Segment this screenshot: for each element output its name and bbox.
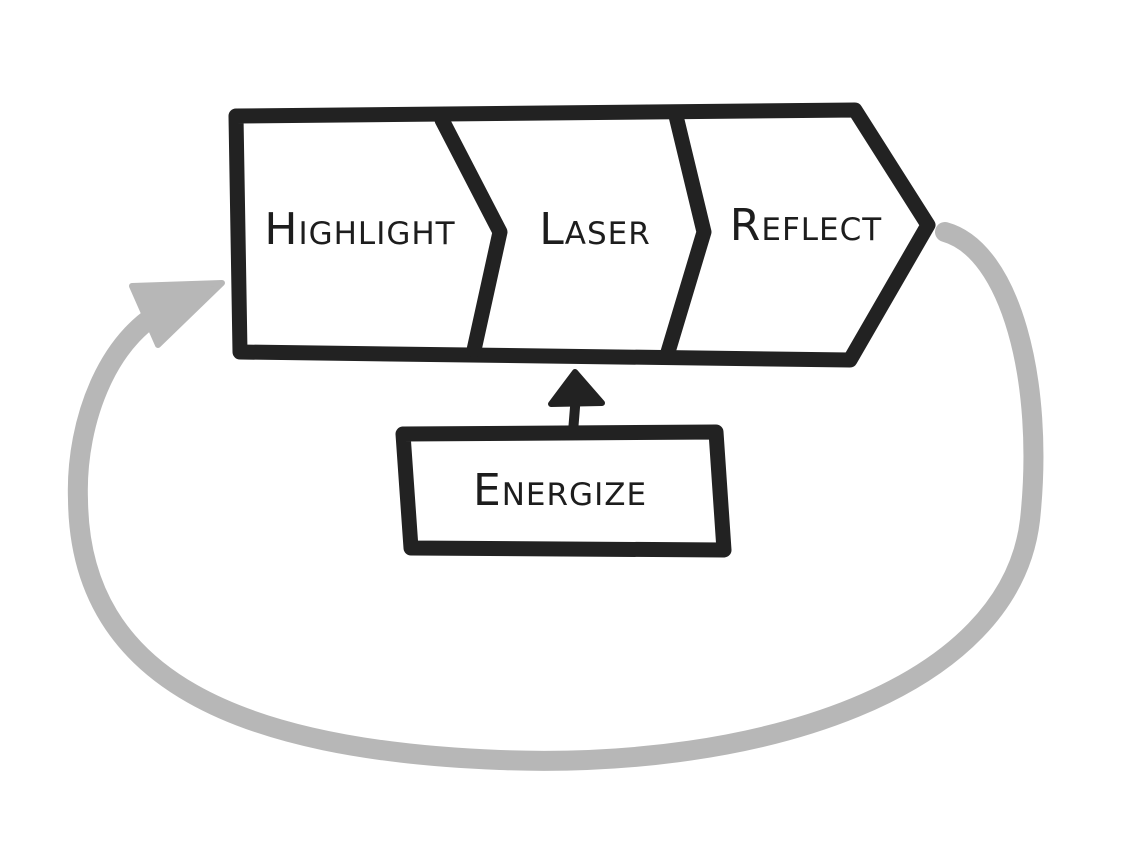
step-label-reflect: Reflect bbox=[730, 200, 882, 251]
process-bar bbox=[228, 102, 936, 368]
energize-input bbox=[395, 369, 732, 558]
feedback-loop-line bbox=[67, 222, 1044, 771]
step-label-highlight: Highlight bbox=[264, 204, 455, 255]
chevron-divider-1 bbox=[434, 112, 508, 358]
chevron-divider-2 bbox=[660, 108, 712, 360]
step-label-laser: Laser bbox=[539, 204, 651, 255]
input-label-energize: Energize bbox=[473, 465, 647, 516]
feedback-loop-arrow bbox=[67, 222, 1044, 771]
feedback-arrowhead-icon bbox=[129, 280, 225, 348]
energize-arrowhead-icon bbox=[548, 369, 605, 407]
process-bar-outline bbox=[228, 102, 936, 368]
energize-box bbox=[395, 424, 732, 558]
